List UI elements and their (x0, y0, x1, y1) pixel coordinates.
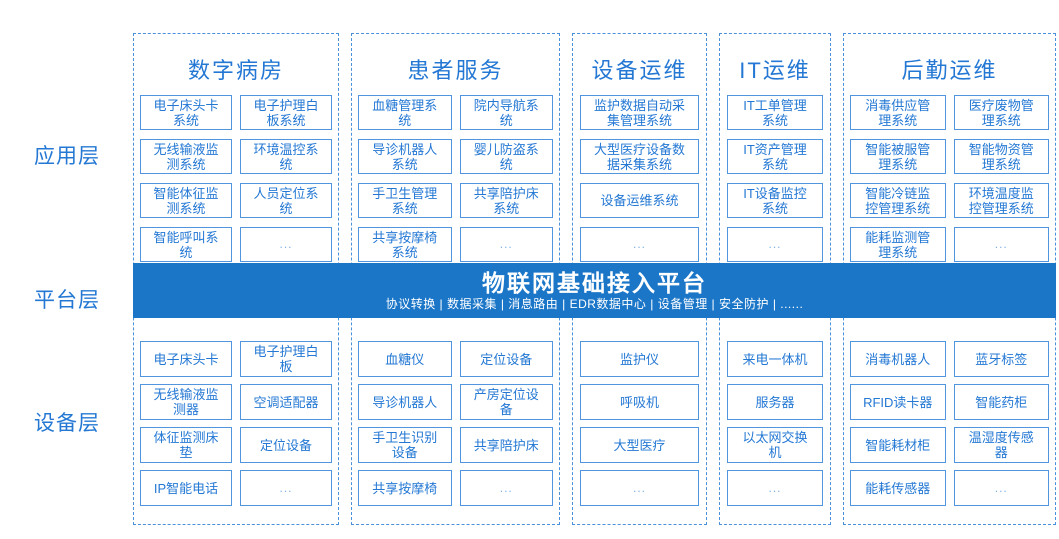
ellipsis-box: ... (727, 470, 823, 506)
system-box: 血糖管理系统 (358, 95, 452, 130)
device-box: 智能耗材柜 (850, 427, 946, 463)
ellipsis-box: ... (953, 227, 1049, 262)
ellipsis-box: ... (580, 470, 699, 506)
device-box: 监护仪 (580, 341, 699, 377)
ellipsis-box: ... (240, 227, 332, 262)
device-box: 共享陪护床 (459, 427, 553, 463)
device-box: 呼吸机 (580, 384, 699, 420)
device-box: IP智能电话 (140, 470, 232, 506)
device-box: 手卫生识别设备 (358, 427, 452, 463)
system-box: 消毒供应管理系统 (850, 95, 946, 130)
dev-grid: 监护仪呼吸机大型医疗... (580, 341, 699, 506)
device-box: 血糖仪 (358, 341, 452, 377)
layer-label-device: 设备层 (34, 412, 100, 435)
app-grid: IT工单管理系统 IT资产管理系统 IT设备监控系统... (727, 95, 823, 262)
system-box: 共享按摩椅系统 (358, 227, 452, 262)
device-box: 服务器 (727, 384, 823, 420)
ellipsis-box: ... (953, 470, 1049, 506)
system-box: 智能被服管理系统 (850, 139, 946, 174)
layer-label-platform: 平台层 (34, 289, 100, 312)
system-box: 智能物资管理系统 (953, 139, 1049, 174)
system-box: 导诊机器人系统 (358, 139, 452, 174)
device-box: 空调适配器 (240, 384, 332, 420)
platform-band-title: 物联网基础接入平台 (482, 269, 707, 296)
system-box: 环境温度监控管理系统 (953, 183, 1049, 218)
device-box: 蓝牙标签 (953, 341, 1049, 377)
device-box: 电子床头卡 (140, 341, 232, 377)
system-box: 院内导航系统 (459, 95, 553, 130)
device-box: 来电一体机 (727, 341, 823, 377)
system-box: IT资产管理系统 (727, 139, 823, 174)
system-box: 智能体征监测系统 (140, 183, 232, 218)
device-box: 定位设备 (240, 427, 332, 463)
system-box: 人员定位系统 (240, 183, 332, 218)
device-box: 定位设备 (459, 341, 553, 377)
app-grid: 血糖管理系统院内导航系统导诊机器人系统婴儿防盗系统手卫生管理系统共享陪护床系统共… (358, 95, 553, 262)
system-box: 能耗监测管理系统 (850, 227, 946, 262)
device-box: 体征监测床垫 (140, 427, 232, 463)
device-box: 温湿度传感器 (953, 427, 1049, 463)
device-box: 电子护理白板 (240, 341, 332, 377)
column-title: 后勤运维 (901, 58, 998, 83)
system-box: 智能冷链监控管理系统 (850, 183, 946, 218)
dev-grid: 来电一体机服务器以太网交换机... (727, 341, 823, 506)
device-box: 以太网交换机 (727, 427, 823, 463)
app-grid: 监护数据自动采集管理系统大型医疗设备数据采集系统设备运维系统... (580, 95, 699, 262)
system-box: 婴儿防盗系统 (459, 139, 553, 174)
device-box: 智能药柜 (953, 384, 1049, 420)
device-box: 无线输液监测器 (140, 384, 232, 420)
device-box: 共享按摩椅 (358, 470, 452, 506)
system-box: 监护数据自动采集管理系统 (580, 95, 699, 130)
column-title: 患者服务 (407, 58, 504, 83)
device-box: 消毒机器人 (850, 341, 946, 377)
ellipsis-box: ... (580, 227, 699, 262)
device-box: 能耗传感器 (850, 470, 946, 506)
dev-grid: 血糖仪定位设备导诊机器人产房定位设备手卫生识别设备共享陪护床共享按摩椅... (358, 341, 553, 506)
system-box: 电子护理白板系统 (240, 95, 332, 130)
system-box: 手卫生管理系统 (358, 183, 452, 218)
system-box: 大型医疗设备数据采集系统 (580, 139, 699, 174)
column-title: IT运维 (739, 58, 811, 83)
device-box: RFID读卡器 (850, 384, 946, 420)
column-title: 设备运维 (591, 58, 688, 83)
layer-label-application: 应用层 (34, 145, 100, 168)
system-box: 环境温控系统 (240, 139, 332, 174)
system-box: 共享陪护床系统 (459, 183, 553, 218)
device-box: 大型医疗 (580, 427, 699, 463)
ellipsis-box: ... (459, 470, 553, 506)
system-box: 无线输液监测系统 (140, 139, 232, 174)
ellipsis-box: ... (459, 227, 553, 262)
platform-band: 物联网基础接入平台 协议转换 | 数据采集 | 消息路由 | EDR数据中心 |… (133, 263, 1056, 318)
column-title: 数字病房 (187, 58, 284, 83)
device-box: 导诊机器人 (358, 384, 452, 420)
platform-band-subtitle: 协议转换 | 数据采集 | 消息路由 | EDR数据中心 | 设备管理 | 安全… (385, 296, 804, 311)
app-grid: 电子床头卡系统电子护理白板系统无线输液监测系统环境温控系统智能体征监测系统人员定… (140, 95, 332, 262)
system-box: 设备运维系统 (580, 183, 699, 218)
system-box: 智能呼叫系统 (140, 227, 232, 262)
device-box: 产房定位设备 (459, 384, 553, 420)
app-grid: 消毒供应管理系统医疗废物管理系统智能被服管理系统智能物资管理系统智能冷链监控管理… (850, 95, 1049, 262)
system-box: 医疗废物管理系统 (953, 95, 1049, 130)
system-box: 电子床头卡系统 (140, 95, 232, 130)
ellipsis-box: ... (727, 227, 823, 262)
system-box: IT设备监控系统 (727, 183, 823, 218)
system-box: IT工单管理系统 (727, 95, 823, 130)
ellipsis-box: ... (240, 470, 332, 506)
